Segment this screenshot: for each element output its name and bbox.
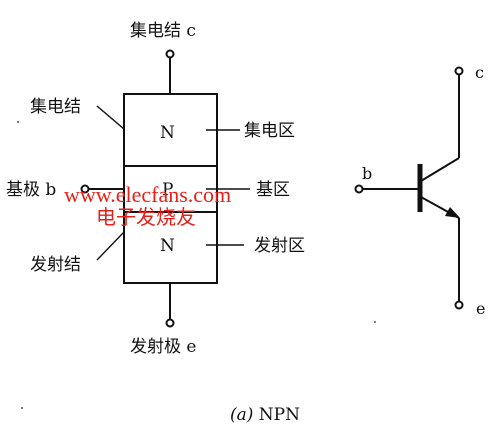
scan-speck [21,407,23,409]
symbol-base-terminal [354,184,364,194]
symbol-collector-label: c [475,63,484,82]
npn-structure: 集电结 c 发射极 e 基极 b N P N 集电结 发射结 集电区 基区 发射… [6,21,305,357]
symbol-base-label: b [362,164,372,183]
emitter-terminal-label: 发射极 e [130,337,196,357]
scan-speck [374,321,376,323]
symbol-emitter-label: e [476,299,485,318]
caption-text: NPN [253,405,300,425]
emitter-region-letter: N [160,236,175,256]
emitter-junction-label: 发射结 [30,255,81,275]
base-region-label: 基区 [256,180,290,200]
collector-junction-label: 集电结 [30,97,81,117]
symbol-emitter-terminal [454,300,464,310]
collector-terminal-label: 集电结 c [130,21,196,41]
emitter-junction-leader [96,231,125,261]
symbol-collector-arm [420,157,460,182]
collector-region-letter: N [160,123,175,143]
emitter-terminal [165,318,175,328]
symbol-collector-terminal [454,66,464,76]
emitter-region-label: 发射区 [254,236,305,256]
caption-prefix: (a) [230,405,253,425]
base-terminal-label: 基极 b [6,180,56,200]
emitter-arrow-icon [445,207,460,218]
collector-junction-leader [96,105,125,130]
base-terminal [80,184,90,194]
collector-region-label: 集电区 [244,121,295,141]
figure-caption: (a) NPN [230,405,300,425]
base-region-letter: P [162,180,173,200]
watermark-url: www.elecfans.com [64,182,231,207]
watermark-site: 电子发烧友 [96,205,196,229]
watermark: www.elecfans.com 电子发烧友 [64,182,231,229]
scan-speck [17,121,19,123]
collector-terminal [165,49,175,59]
npn-symbol: b c e [354,63,485,318]
